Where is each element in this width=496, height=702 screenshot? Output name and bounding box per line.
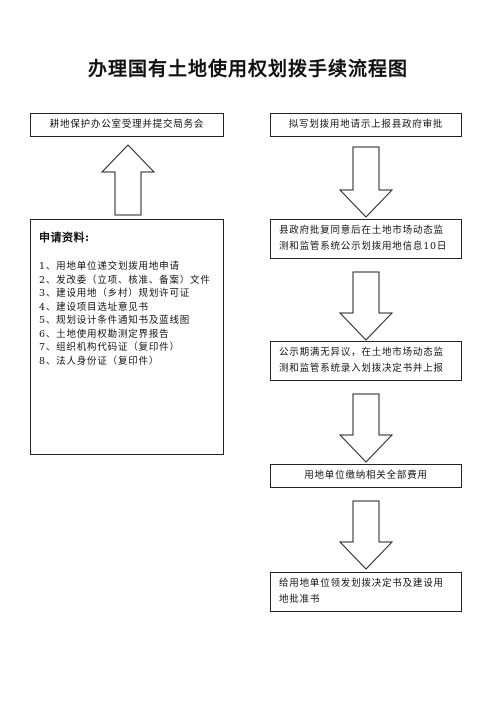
materials-item: 1、用地单位递交划拨用地申请 (39, 261, 180, 272)
materials-item: 4、建设项目选址意见书 (39, 301, 149, 313)
step-approval-publicity: 县政府批复同意后在土地市场动态监测和监管系统公示划拨用地信息10日 (270, 219, 462, 259)
materials-item: 7、组织机构代码证（复印件） (39, 342, 180, 353)
step-text: 用地单位缴纳相关全部费用 (304, 470, 428, 481)
step-record-decision: 公示期满无异议，在土地市场动态监测和监管系统录入划拨决定书并上报 (270, 341, 462, 381)
materials-item: 5、规划设计条件通知书及蓝线图 (39, 315, 191, 326)
materials-item: 6、土地使用权勘测定界报告 (39, 328, 170, 340)
page-title: 办理国有土地使用权划拨手续流程图 (87, 58, 408, 80)
step-draft-request: 拟写划拨用地请示上报县政府审批 (270, 113, 462, 137)
step-accept-submit: 耕地保护办公室受理并提交局务会 (30, 113, 224, 137)
application-materials-box: 申请资料: 1、用地单位递交划拨用地申请 2、发改委（立项、核准、备案）文件 3… (30, 219, 224, 455)
step-text: 拟写划拨用地请示上报县政府审批 (288, 119, 444, 130)
materials-title: 申请资料: (39, 231, 90, 244)
step-issue-documents: 给用地单位领发划拨决定书及建设用地批准书 (270, 572, 462, 612)
step-text: 县政府批复同意后在土地市场动态监测和监管系统公示划拨用地信息10日 (279, 225, 448, 252)
arrow-down-icon (338, 500, 394, 570)
step-text: 公示期满无异议，在土地市场动态监测和监管系统录入划拨决定书并上报 (279, 347, 444, 374)
materials-item: 8、法人身份证（复印件） (39, 355, 160, 367)
arrow-down-icon (338, 271, 394, 341)
materials-item: 3、建设用地（乡村）规划许可证 (39, 288, 191, 299)
arrow-down-icon (338, 146, 394, 218)
arrow-up-icon (100, 144, 156, 216)
materials-item: 2、发改委（立项、核准、备案）文件 (39, 274, 211, 286)
step-text: 耕地保护办公室受理并提交局务会 (49, 119, 205, 130)
step-text: 给用地单位领发划拨决定书及建设用地批准书 (279, 578, 444, 605)
arrow-down-icon (338, 393, 394, 463)
step-pay-fees: 用地单位缴纳相关全部费用 (270, 464, 462, 488)
